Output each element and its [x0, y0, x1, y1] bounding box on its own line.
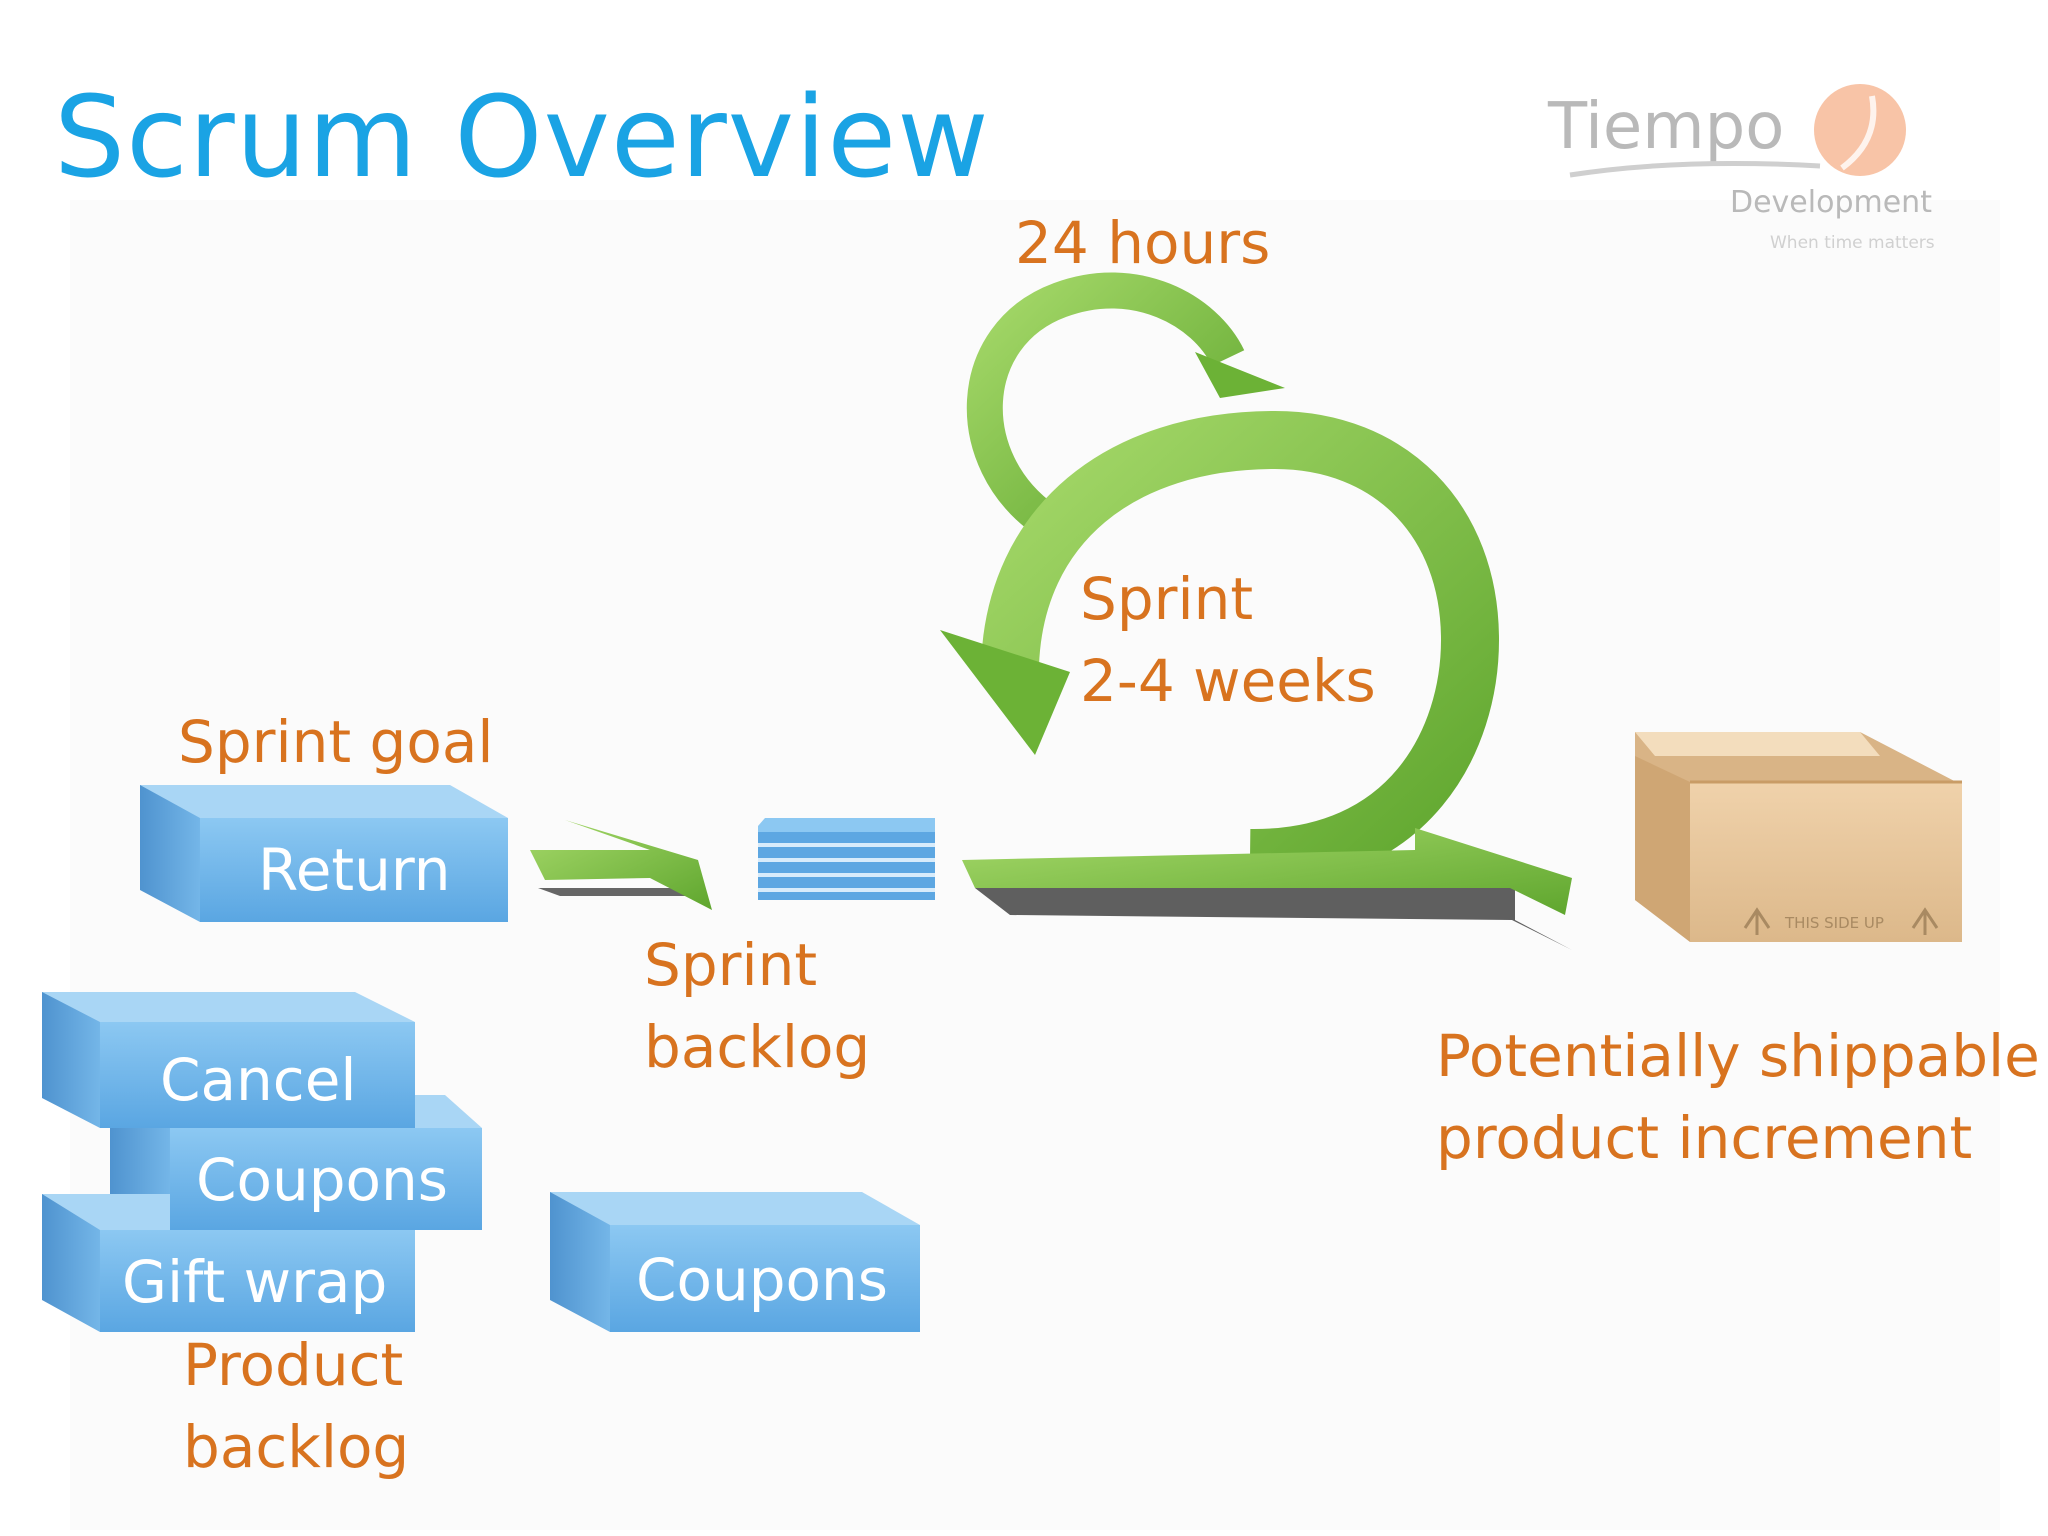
product-box: THIS SIDE UP [1635, 732, 1962, 942]
block-coupons-single: Coupons [550, 1192, 920, 1332]
box-print-label: THIS SIDE UP [1784, 914, 1884, 932]
label-sprint-goal: Sprint goal [178, 708, 494, 776]
logo-tagline: When time matters [1770, 233, 1935, 253]
up-arrow-icon [1743, 907, 1771, 935]
block-gift-wrap: Gift wrap [42, 1194, 415, 1332]
logo-swirl-icon [1814, 84, 1906, 176]
timeline-arrow [962, 828, 1572, 950]
daily-cycle-arrow [966, 272, 1285, 535]
sprint-cycle-arrow [940, 410, 1500, 888]
slide-title: Scrum Overview [54, 73, 990, 203]
daily-arrowhead-icon [1195, 352, 1285, 398]
block-coupons-single-label: Coupons [636, 1246, 888, 1314]
sprint-goal-block: Return [140, 785, 508, 922]
block-gift-wrap-label: Gift wrap [122, 1248, 387, 1316]
block-cancel-label: Cancel [160, 1046, 357, 1114]
label-product-backlog: Product backlog [183, 1331, 410, 1481]
tiempo-logo: Tiempo Development When time matters [1547, 84, 1935, 253]
block-return-label: Return [258, 836, 450, 904]
goal-to-backlog-arrow [530, 820, 712, 910]
logo-name: Tiempo [1547, 90, 1784, 164]
label-sprint-backlog: Sprint backlog [644, 931, 871, 1081]
block-cancel: Cancel [42, 992, 415, 1128]
label-24-hours: 24 hours [1015, 209, 1271, 277]
logo-sub: Development [1730, 185, 1932, 220]
up-arrow-icon [1911, 907, 1939, 935]
label-sprint-duration: Sprint 2-4 weeks [1080, 565, 1376, 715]
block-coupons-stack-label: Coupons [196, 1146, 448, 1214]
sprint-arrowhead-icon [940, 630, 1070, 755]
label-product-increment: Potentially shippable product increment [1436, 1022, 2040, 1172]
sprint-backlog-stack [758, 818, 935, 900]
